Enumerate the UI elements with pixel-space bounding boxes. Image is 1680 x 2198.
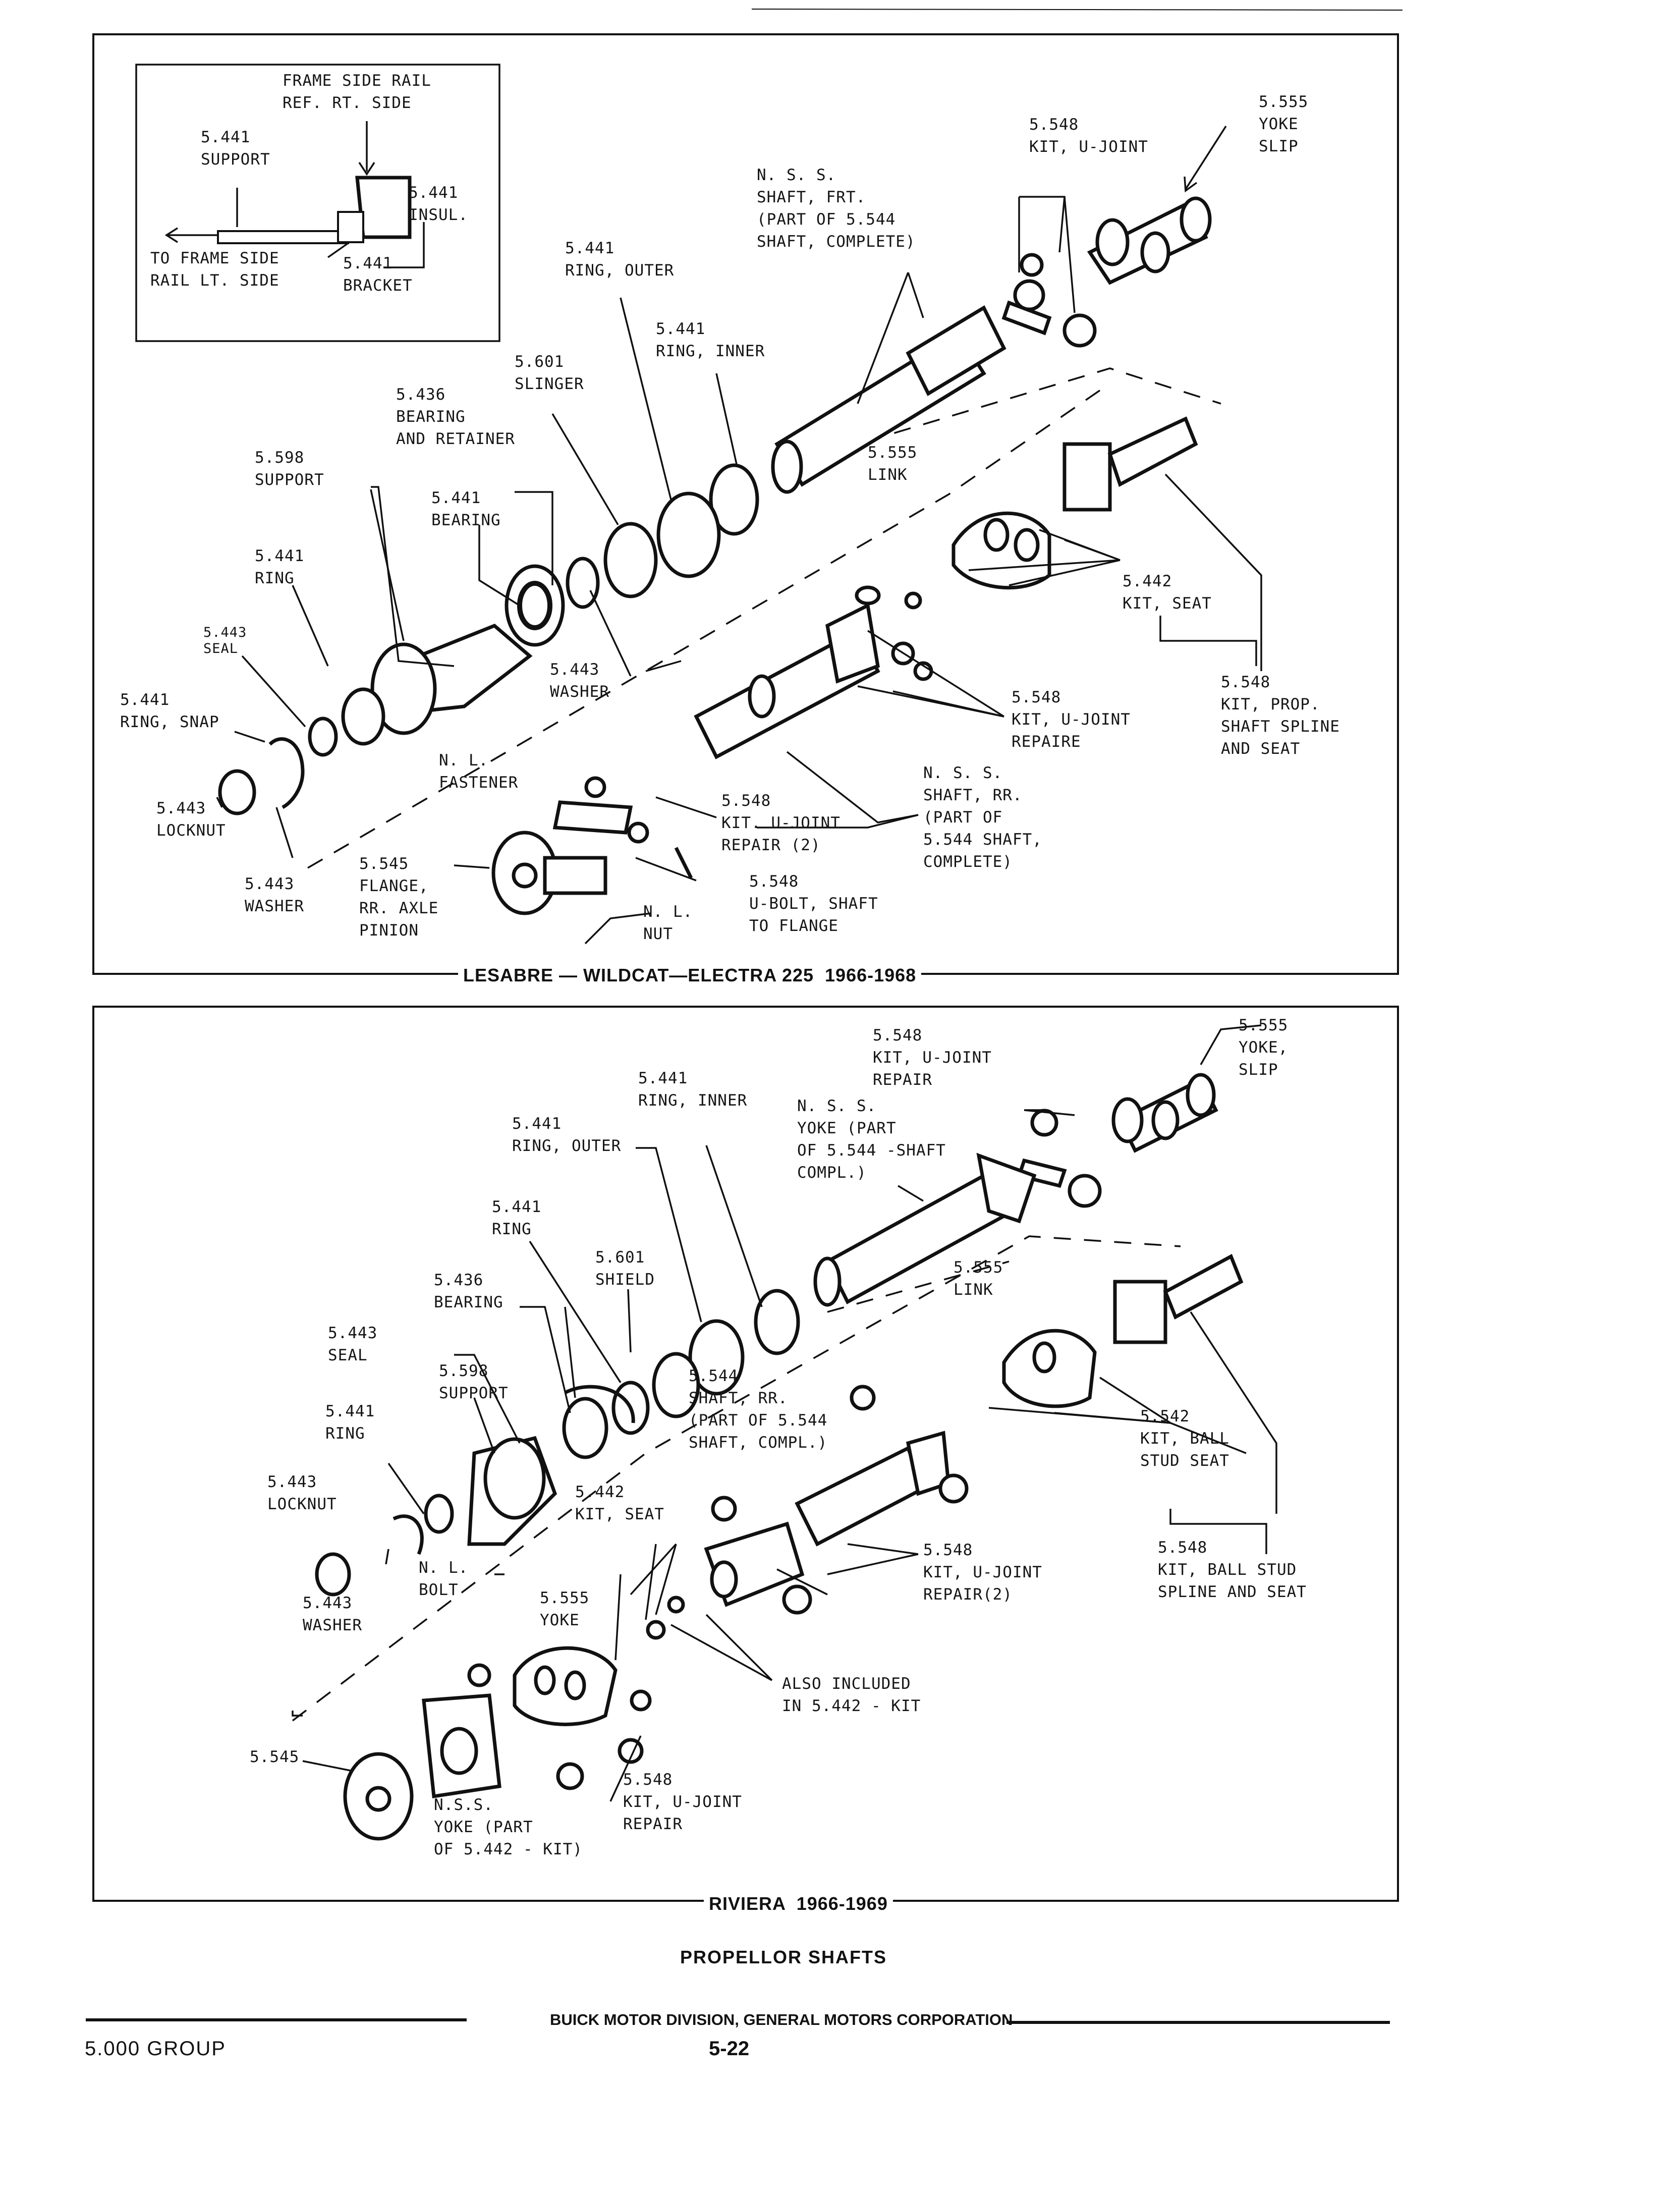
top-axis-dashed-2 bbox=[807, 367, 1221, 460]
top-diagram-caption: LESABRE — WILDCAT—ELECTRA 225 1966-1968 bbox=[458, 965, 922, 986]
bottom-yoke-shaft bbox=[813, 1152, 1037, 1307]
top-front-ujoint bbox=[1001, 253, 1097, 348]
label-b-yoke: 5.555 YOKE bbox=[540, 1589, 590, 1629]
label-washer-lower: 5.443 WASHER bbox=[245, 875, 304, 915]
label-shaft-rear: N. S. S. SHAFT, RR. (PART OF 5.544 SHAFT… bbox=[923, 764, 1042, 871]
label-kit-prop-shaft: 5.548 KIT, PROP. SHAFT SPLINE AND SEAT bbox=[1221, 673, 1340, 758]
footer-page-number: 5-22 bbox=[709, 2038, 750, 2060]
label-kit-seat: 5.442 KIT, SEAT bbox=[1123, 572, 1212, 613]
label-b-kit-seat: 5.442 KIT, SEAT bbox=[575, 1483, 664, 1523]
label-b-flange: 5.545 bbox=[250, 1748, 300, 1766]
label-b-yoke-slip: 5.555 YOKE, SLIP bbox=[1239, 1016, 1289, 1079]
bottom-diagram-caption: RIVIERA 1966-1969 bbox=[704, 1893, 893, 1914]
label-kit-ujoint-repaire: 5.548 KIT, U-JOINT REPAIRE bbox=[1012, 688, 1131, 751]
inset-leaders bbox=[164, 121, 425, 268]
label-b-washer: 5.443 WASHER bbox=[303, 1594, 362, 1634]
label-kit-ujoint-repair-2: 5.548 KIT. U-JOINT REPAIR (2) bbox=[721, 792, 841, 854]
label-flange: 5.545 FLANGE, RR. AXLE PINION bbox=[359, 855, 439, 940]
label-shaft-front: N. S. S. SHAFT, FRT. (PART OF 5.544 SHAF… bbox=[757, 166, 916, 251]
label-b-ring-outer: 5.441 RING, OUTER bbox=[512, 1115, 622, 1155]
label-yoke-slip: 5.555 YOKE SLIP bbox=[1259, 93, 1309, 155]
label-locknut: 5.443 LOCKNUT bbox=[156, 799, 226, 840]
label-b-link: 5.555 LINK bbox=[954, 1258, 1003, 1299]
label-b-ring-2: 5.441 RING bbox=[325, 1402, 375, 1443]
top-link-spline bbox=[904, 416, 1198, 610]
footer-company: BUICK MOTOR DIVISION, GENERAL MOTORS COR… bbox=[550, 2011, 1013, 2028]
bottom-axis-dashed bbox=[292, 1235, 1181, 1722]
label-ring: 5.441 RING bbox=[255, 547, 305, 587]
label-ring-inner: 5.441 RING, INNER bbox=[656, 320, 765, 360]
inset-label-to-frame: TO FRAME SIDE RAIL LT. SIDE bbox=[150, 249, 279, 290]
inset-label-support: 5.441 SUPPORT bbox=[201, 128, 270, 169]
top-front-shaft bbox=[771, 305, 1006, 494]
top-rear-shaft bbox=[694, 585, 881, 759]
label-nut: N. L. NUT bbox=[643, 903, 693, 943]
label-b-bolt: N. L. BOLT bbox=[419, 1559, 469, 1599]
label-b-ring-inner: 5.441 RING, INNER bbox=[638, 1069, 748, 1110]
top-flange-group bbox=[491, 641, 933, 915]
label-b-yoke-nss: N.S.S. YOKE (PART OF 5.442 - KIT) bbox=[434, 1796, 583, 1858]
bottom-link-spline bbox=[850, 1254, 1244, 1411]
label-slinger: 5.601 SLINGER bbox=[515, 353, 584, 393]
top-support bbox=[218, 623, 533, 815]
bottom-axis-dashed-2 bbox=[827, 1260, 1010, 1313]
label-washer-443: 5.443 WASHER bbox=[550, 661, 609, 701]
bottom-rings bbox=[562, 1289, 800, 1459]
label-ring-outer: 5.441 RING, OUTER bbox=[565, 239, 675, 280]
label-ubolt: 5.548 U-BOLT, SHAFT TO FLANGE bbox=[749, 872, 878, 935]
label-kit-ujoint: 5.548 KIT, U-JOINT bbox=[1029, 116, 1148, 156]
label-b-kit-ball-stud-seat: 5.542 KIT, BALL STUD SEAT bbox=[1140, 1407, 1229, 1470]
top-rings bbox=[505, 463, 759, 647]
top-slip-yoke bbox=[1087, 196, 1212, 285]
label-b-kit-ujoint-repair-2: 5.548 KIT, U-JOINT REPAIR(2) bbox=[923, 1541, 1042, 1604]
label-b-also-included: ALSO INCLUDED IN 5.442 - KIT bbox=[782, 1675, 921, 1715]
label-b-yoke-part: N. S. S. YOKE (PART OF 5.544 -SHAFT COMP… bbox=[797, 1097, 946, 1182]
label-ring-snap: 5.441 RING, SNAP bbox=[120, 691, 219, 731]
top-leaders bbox=[216, 126, 1262, 945]
inset-label-frame-rail: FRAME SIDE RAIL REF. RT. SIDE bbox=[283, 72, 431, 112]
inset-label-insul: 5.441 INSUL. bbox=[409, 184, 468, 224]
label-seal: 5.443 SEAL bbox=[203, 625, 247, 656]
label-b-ring: 5.441 RING bbox=[492, 1198, 542, 1238]
inset-support-sketch bbox=[217, 176, 412, 244]
label-support: 5.598 SUPPORT bbox=[255, 449, 324, 489]
inset-label-bracket: 5.441 BRACKET bbox=[343, 254, 413, 295]
label-b-locknut: 5.443 LOCKNUT bbox=[267, 1473, 337, 1513]
label-b-kit-ball-stud-spline: 5.548 KIT, BALL STUD SPLINE AND SEAT bbox=[1158, 1538, 1307, 1601]
bottom-support bbox=[315, 1436, 557, 1597]
bottom-yoke-group bbox=[343, 1646, 652, 1841]
bottom-front-ujoint bbox=[1017, 1109, 1102, 1208]
bottom-slip-yoke bbox=[1111, 1073, 1218, 1153]
label-b-shaft-rear: 5.544 SHAFT, RR. (PART OF 5.544 SHAFT, C… bbox=[689, 1367, 828, 1452]
page-title: PROPELLOR SHAFTS bbox=[680, 1947, 887, 1967]
label-b-kit-ujoint-lower: 5.548 KIT, U-JOINT REPAIR bbox=[623, 1771, 742, 1833]
bottom-kit-seat-group bbox=[646, 1496, 812, 1640]
label-b-kit-ujoint-repair: 5.548 KIT, U-JOINT REPAIR bbox=[873, 1026, 992, 1089]
bottom-rear-shaft bbox=[795, 1431, 969, 1547]
bottom-leaders bbox=[292, 1024, 1277, 1802]
label-b-bearing: 5.436 BEARING bbox=[434, 1271, 503, 1311]
label-link: 5.555 LINK bbox=[868, 444, 918, 484]
label-bearing-retainer: 5.436 BEARING AND RETAINER bbox=[396, 386, 515, 448]
label-b-shield: 5.601 SHIELD bbox=[595, 1248, 655, 1289]
label-b-support: 5.598 SUPPORT bbox=[439, 1362, 509, 1402]
label-b-seal: 5.443 SEAL bbox=[328, 1324, 378, 1364]
top-axis-dashed bbox=[307, 382, 1110, 869]
label-fastener: N. L. FASTENER bbox=[439, 751, 519, 792]
footer-group: 5.000 GROUP bbox=[85, 2038, 226, 2060]
top-diagram-frame bbox=[92, 9, 1403, 1902]
label-bearing: 5.441 BEARING bbox=[431, 489, 501, 529]
